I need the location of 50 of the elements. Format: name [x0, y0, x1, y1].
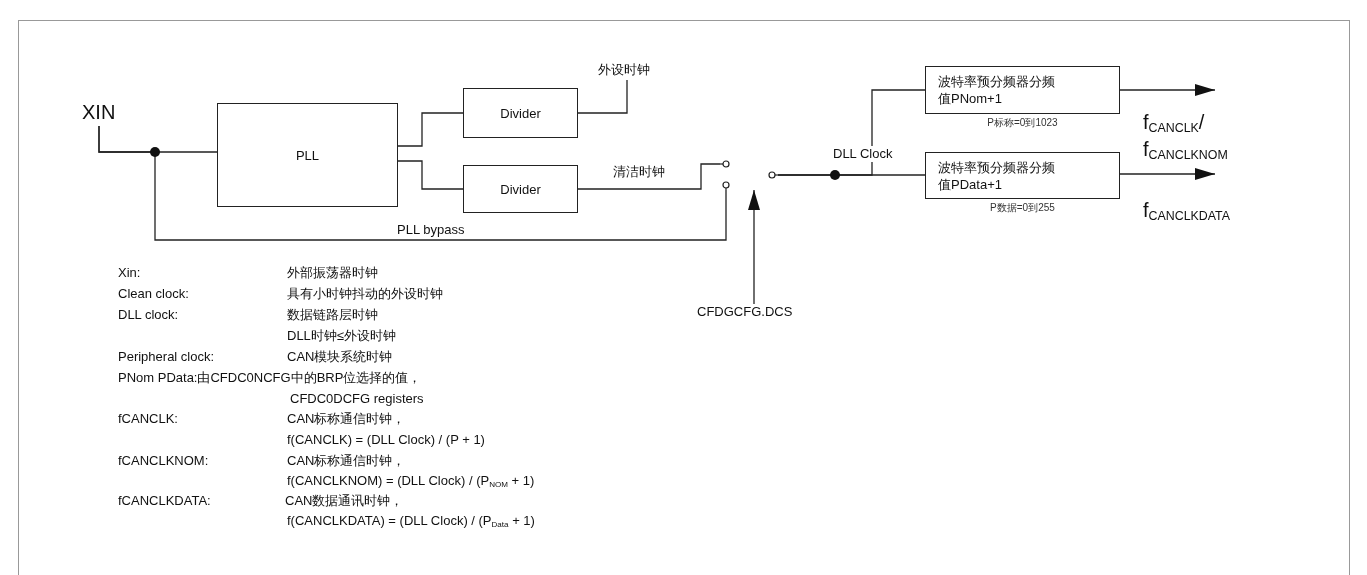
connector-line [98, 125, 727, 241]
term-label: Peripheral clock: [118, 349, 215, 365]
definition-text: 外部振荡器时钟 [287, 265, 378, 281]
signal-label: XIN [82, 100, 116, 124]
definition-text: CFDC0DCFG registers [290, 391, 424, 407]
pll-block [217, 103, 398, 207]
range-note: P数据=0到255 [989, 201, 1056, 215]
definition-text: DLL时钟≤外设时钟 [287, 328, 396, 344]
block-label: 波特率预分频器分频值PNom+1 [938, 73, 1056, 107]
term-label: fCANCLKNOM: [118, 453, 209, 469]
connector-line [777, 174, 926, 176]
block-label: Divider [500, 180, 541, 198]
definition-text: f(CANCLK) = (DLL Clock) / (P + 1) [287, 432, 485, 448]
output-signal-label: f$_{CANCLK}$/ f$_{CANCLKNOM}$ [1143, 110, 1229, 164]
switch-symbol [720, 158, 778, 190]
term-label: Clean clock: [118, 286, 189, 302]
output-signal-label: f$_{CANCLKDATA}$ [1143, 198, 1232, 225]
edge-label: DLL Clock [831, 146, 895, 162]
definition-text: CAN模块系统时钟 [287, 349, 393, 365]
term-label: PNom PData:由CFDC0NCFG中的BRP位选择的值， [118, 370, 422, 386]
range-note: P标称=0到1023 [986, 116, 1059, 130]
term-label: DLL clock: [118, 307, 179, 323]
term-label: Xin: [118, 265, 141, 281]
definition-text: CAN数据通讯时钟， [285, 493, 404, 509]
definition-text: f(CANCLKDATA) = (DLL Clock) / (P$_{Data}$ + 1) [287, 513, 535, 531]
block-label: PLL [295, 146, 320, 164]
definition-text: f(CANCLKNOM) = (DLL Clock) / (P$_{NOM}$ + 1) [287, 473, 535, 491]
edge-label: PLL bypass [395, 222, 467, 238]
divider-block [463, 165, 578, 213]
arrow [748, 189, 760, 305]
term-label: fCANCLKDATA: [118, 493, 211, 509]
definition-text: 数据链路层时钟 [287, 307, 378, 323]
term-label: fCANCLK: [118, 411, 178, 427]
block-label: Divider [500, 104, 541, 122]
connector-line [577, 163, 721, 190]
signal-label: 外设时钟 [598, 62, 650, 78]
arrow [1119, 84, 1216, 96]
prescaler-block [925, 66, 1120, 114]
signal-label: CFDGCFG.DCS [697, 304, 793, 320]
divider-block [463, 88, 578, 138]
definition-text: CAN标称通信时钟， [287, 411, 406, 427]
edge-label: 清洁时钟 [611, 164, 667, 180]
definition-text: CAN标称通信时钟， [287, 453, 406, 469]
arrow [1119, 168, 1216, 180]
block-label: 波特率预分频器分频值PData+1 [938, 158, 1056, 193]
connector-line [397, 112, 464, 147]
definition-text: 具有小时钟抖动的外设时钟 [287, 286, 443, 302]
prescaler-block [925, 152, 1120, 199]
connector-line [577, 79, 628, 114]
connector-line [397, 160, 464, 190]
